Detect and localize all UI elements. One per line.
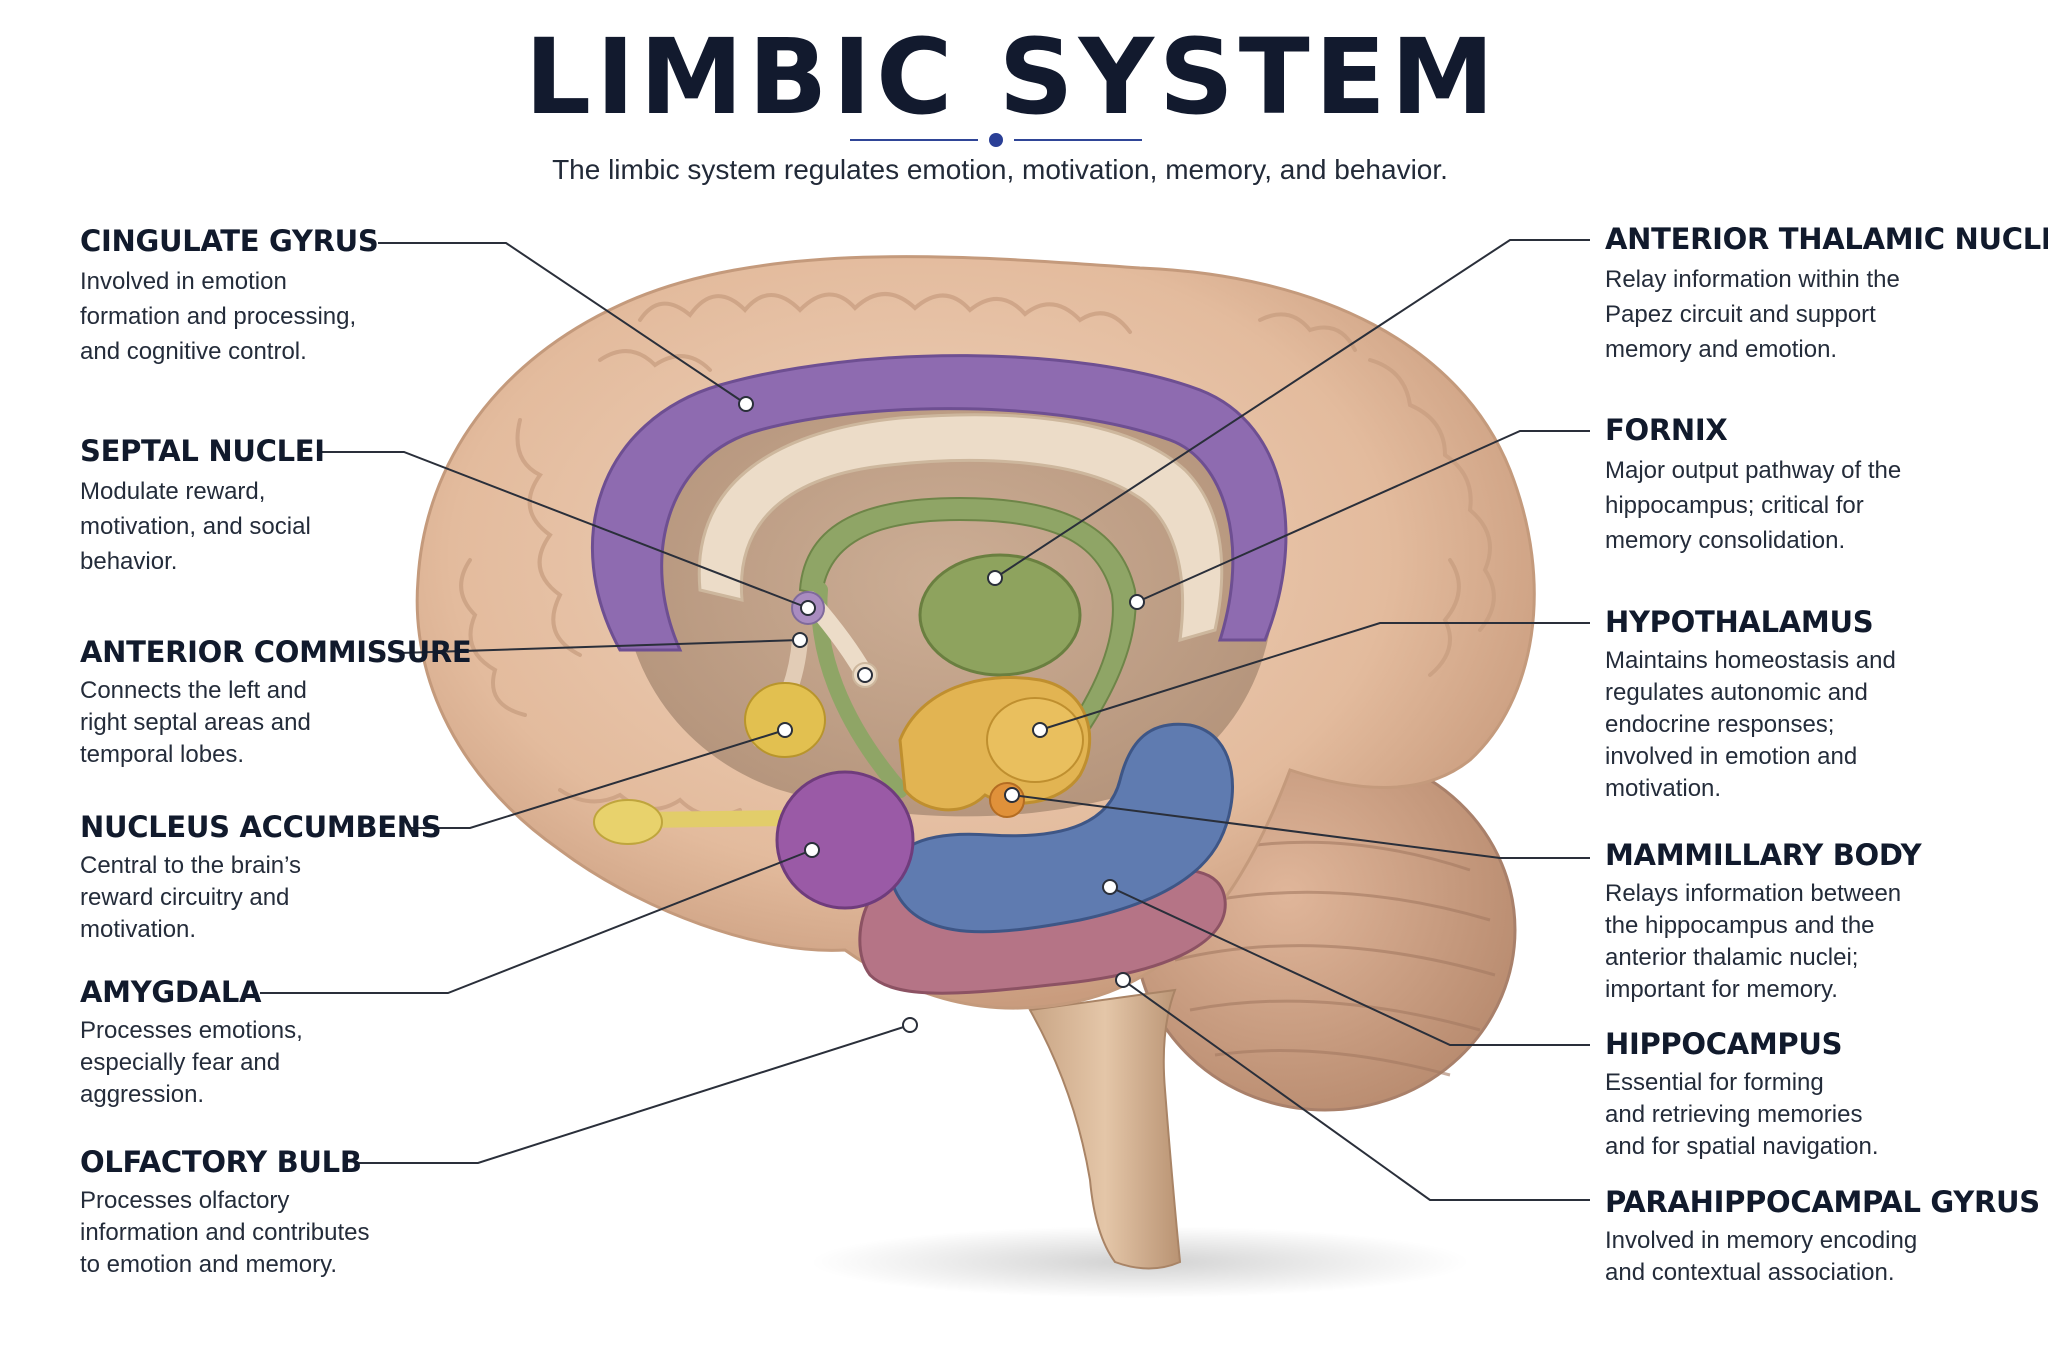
leader-amygdala	[260, 849, 813, 994]
label-title: FORNIX	[1605, 413, 1728, 447]
label-title: HYPOTHALAMUS	[1605, 605, 1874, 639]
divider-dot	[989, 133, 1003, 147]
leader-nucleus-accumbens	[408, 729, 786, 829]
leader-fornix	[1136, 430, 1590, 603]
label-title: AMYGDALA	[80, 975, 262, 1009]
amygdala	[775, 770, 915, 910]
leader-cingulate-gyrus	[378, 242, 747, 405]
leader-hypothalamus	[1039, 622, 1590, 731]
label-septal-nuclei: SEPTAL NUCLEI Modulate reward,motivation…	[80, 434, 420, 579]
dot-nucleus-accumbens	[777, 722, 793, 738]
leader-mammillary-body	[1011, 794, 1590, 859]
divider-rule-left	[850, 139, 978, 141]
title-divider	[850, 130, 1142, 150]
hypothalamus-lobe	[986, 697, 1084, 783]
label-title: ANTERIOR COMMISSURE	[80, 635, 472, 669]
page-subtitle: The limbic system regulates emotion, mot…	[552, 154, 1448, 185]
leader-anterior-thalamic-nuclei	[994, 239, 1590, 579]
label-nucleus-accumbens: NUCLEUS ACCUMBENS Central to the brain’s…	[80, 810, 442, 946]
leader-olfactory-bulb	[356, 1024, 911, 1164]
label-title: ANTERIOR THALAMIC NUCLEI	[1605, 222, 2048, 256]
dot-anterior-thalamic-nuclei	[987, 570, 1003, 586]
leader-anterior-commissure	[399, 639, 801, 654]
dot-anterior-commissure	[792, 632, 808, 648]
label-title: HIPPOCAMPUS	[1605, 1027, 1843, 1061]
dot-parahippocampal-gyrus	[1115, 972, 1131, 988]
leader-lines	[260, 239, 1590, 1201]
dot-fornix	[1129, 594, 1145, 610]
dot-hypothalamus	[1032, 722, 1048, 738]
hippocampus	[890, 722, 1234, 934]
dot-olfactory-bulb	[902, 1017, 918, 1033]
dot-amygdala	[804, 842, 820, 858]
cingulate-gyrus	[590, 354, 1288, 652]
dot-anterior-commissure-node	[857, 667, 873, 683]
dot-septal-nuclei	[800, 600, 816, 616]
label-title: PARAHIPPOCAMPAL GYRUS	[1605, 1185, 2040, 1219]
label-mammillary-body: MAMMILLARY BODY Relays information betwe…	[1605, 838, 2005, 1006]
label-anterior-commissure: ANTERIOR COMMISSURE Connects the left an…	[80, 635, 472, 771]
anterior-thalamic-nuclei	[918, 553, 1082, 677]
label-title: OLFACTORY BULB	[80, 1145, 362, 1179]
leader-dots	[738, 396, 1145, 1033]
divider-rule-right	[1014, 139, 1142, 141]
olfactory-bulb	[593, 799, 663, 845]
leader-septal-nuclei	[318, 451, 809, 609]
leader-hippocampus	[1109, 886, 1590, 1046]
leader-parahippocampal-gyrus	[1122, 979, 1590, 1201]
brain-stem	[1028, 988, 1182, 1270]
label-parahippocampal-gyrus: PARAHIPPOCAMPAL GYRUS Involved in memory…	[1605, 1185, 2040, 1289]
dot-mammillary-body	[1004, 787, 1020, 803]
corpus-callosum	[697, 413, 1224, 643]
label-title: SEPTAL NUCLEI	[80, 434, 325, 468]
label-title: CINGULATE GYRUS	[80, 224, 379, 258]
dot-cingulate-gyrus	[738, 396, 754, 412]
dot-hippocampus	[1102, 879, 1118, 895]
nucleus-accumbens	[744, 682, 826, 758]
label-title: NUCLEUS ACCUMBENS	[80, 810, 442, 844]
page-title: LIMBIC SYSTEM	[524, 16, 1500, 138]
label-amygdala: AMYGDALA Processes emotions,especially f…	[80, 975, 420, 1111]
label-anterior-thalamic-nuclei: ANTERIOR THALAMIC NUCLEI Relay informati…	[1605, 222, 2048, 367]
olfactory-tract	[632, 810, 798, 828]
label-title: MAMMILLARY BODY	[1605, 838, 1922, 872]
